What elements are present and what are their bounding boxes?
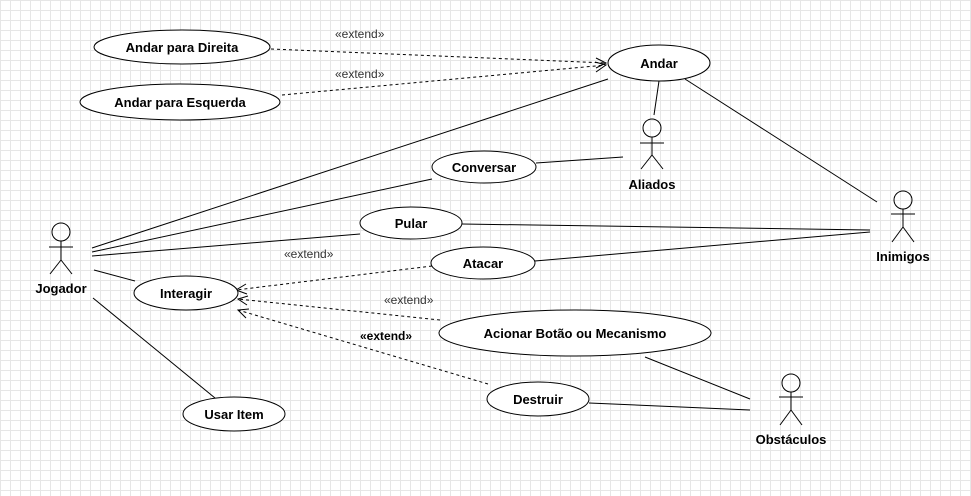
assoc-destruir-obstaculos [588,402,751,411]
use-case-interagir[interactable]: Interagir [133,275,239,311]
use-case-andar[interactable]: Andar [607,44,711,82]
assoc-conversar-aliados [535,156,624,164]
actor-label: Jogador [35,281,86,296]
extend-line-acionar-interagir [237,298,441,321]
use-case-label: Interagir [160,286,212,301]
stick-figure-icon [891,190,915,243]
use-case-label: Pular [395,216,428,231]
stick-figure-icon [640,118,664,170]
actor-aliados[interactable]: Aliados [629,118,676,192]
use-case-pular[interactable]: Pular [359,206,463,240]
use-case-label: Andar para Esquerda [114,95,246,110]
assoc-jogador-pular [91,233,361,257]
extend-arrowhead [236,295,249,306]
use-case-conversar[interactable]: Conversar [431,150,537,184]
assoc-pular-inimigos [461,223,871,231]
assoc-jogador-conversar [91,178,433,253]
extend-label: «extend» [384,293,434,307]
use-case-label: Acionar Botão ou Mecanismo [484,326,667,341]
use-case-andar-para-direita[interactable]: Andar para Direita [93,29,271,65]
assoc-jogador-andar [91,78,609,249]
extend-arrowhead [236,308,250,319]
use-case-label: Andar para Direita [126,40,239,55]
extend-line-destruir-interagir [237,309,489,385]
use-case-usar-item[interactable]: Usar Item [182,396,286,432]
stick-figure-icon [779,373,803,426]
extend-line-esquerda-andar [281,64,607,96]
actor-obstaculos[interactable]: Obstáculos [756,373,827,447]
use-case-label: Atacar [463,256,503,271]
actor-jogador[interactable]: Jogador [35,222,87,296]
use-case-atacar[interactable]: Atacar [430,246,536,280]
assoc-atacar-inimigos [534,231,871,262]
actor-inimigos[interactable]: Inimigos [876,190,930,264]
extend-line-direita-andar [270,48,607,64]
assoc-jogador-interagir [93,269,136,282]
extend-label: «extend» [360,329,412,343]
use-case-label: Andar [640,56,678,71]
associations [91,78,878,411]
use-case-label: Usar Item [204,407,263,422]
use-case-destruir[interactable]: Destruir [486,381,590,417]
assoc-andar-inimigos [684,78,878,203]
actor-label: Obstáculos [756,432,827,447]
extend-label: «extend» [284,247,334,261]
extend-labels: «extend» «extend» «extend» «extend» «ext… [284,27,434,343]
use-case-label: Conversar [452,160,516,175]
assoc-acionar-obstaculos [644,356,751,400]
stick-figure-icon [49,222,73,275]
extend-arrowhead [595,57,608,69]
extend-line-atacar-interagir [235,265,433,291]
extend-dependencies [234,48,608,385]
use-case-acionar-botao-ou-mecanismo[interactable]: Acionar Botão ou Mecanismo [438,309,712,357]
extend-label: «extend» [335,67,385,81]
extend-arrowhead [594,61,608,73]
extend-label: «extend» [335,27,385,41]
actor-label: Aliados [629,177,676,192]
assoc-jogador-usar-item [92,297,216,399]
use-case-label: Destruir [513,392,563,407]
actor-label: Inimigos [876,249,929,264]
assoc-andar-aliados [653,80,660,116]
use-case-andar-para-esquerda[interactable]: Andar para Esquerda [79,83,281,121]
